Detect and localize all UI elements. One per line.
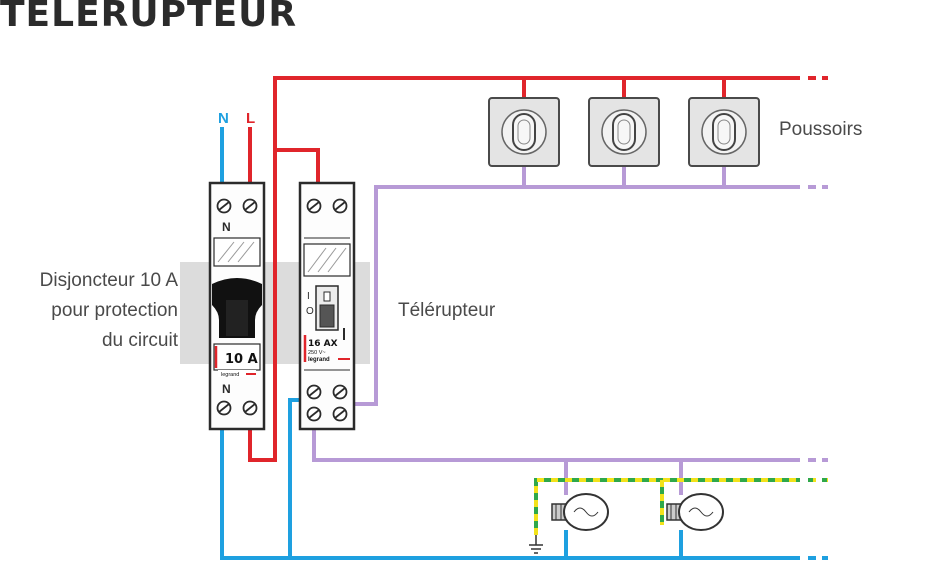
breaker-label-line-1: Disjoncteur 10 A xyxy=(39,270,178,291)
bulb-icon-1 xyxy=(551,493,609,531)
earth-wires xyxy=(534,478,828,535)
remote-switch: I O 16 AX 250 V~ legrand xyxy=(298,181,356,431)
neutral-label: N xyxy=(218,110,229,127)
breaker-label: Disjoncteur 10 A pour protection du circ… xyxy=(40,266,178,356)
live-wires xyxy=(248,76,828,462)
pushbutton-3 xyxy=(688,97,760,167)
breaker-label-line-2: pour protection xyxy=(51,300,178,321)
relay-voltage: 250 V~ xyxy=(308,350,326,356)
breaker-rating: 10 A xyxy=(225,352,258,367)
breaker-top-terminal-label: N xyxy=(222,220,231,234)
relay-label: Télérupteur xyxy=(398,300,496,321)
pushbutton-2 xyxy=(588,97,660,167)
breaker-bottom-terminal-label: N xyxy=(222,382,231,396)
pushbutton-1 xyxy=(488,97,560,167)
relay-on-symbol: I xyxy=(307,291,310,302)
bulb-icon-2 xyxy=(666,493,724,531)
diagram-title: TÉLÉRUPTEUR xyxy=(0,0,298,35)
control-wires xyxy=(312,166,828,495)
circuit-breaker: N 10 A legrand N xyxy=(208,181,266,431)
ground-icon xyxy=(529,535,543,554)
relay-brand: legrand xyxy=(308,357,330,363)
live-label: L xyxy=(246,110,256,127)
breaker-brand: legrand xyxy=(221,372,239,378)
relay-rating: 16 AX xyxy=(308,339,338,349)
neutral-wires xyxy=(220,127,828,560)
relay-off-symbol: O xyxy=(306,306,314,317)
breaker-label-line-3: du circuit xyxy=(101,330,178,351)
pushbuttons-label: Poussoirs xyxy=(779,119,863,140)
